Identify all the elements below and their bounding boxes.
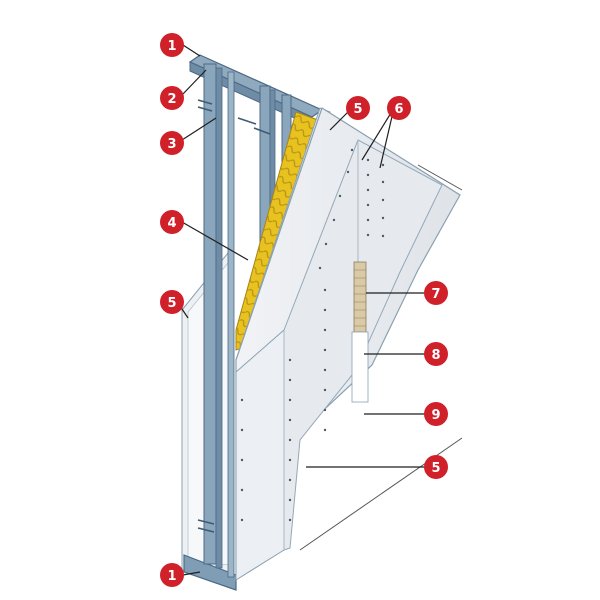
callout-8: 8 [424,342,448,366]
callout-8-label: 8 [431,348,440,363]
callout-2: 2 [160,86,184,110]
callout-7: 7 [424,281,448,305]
callout-1-top: 1 [160,33,184,57]
callout-4: 4 [160,210,184,234]
callout-5-bottom-label: 5 [431,461,440,476]
callout-3: 3 [160,131,184,155]
callout-5-top: 5 [346,96,370,120]
front-board-lower [235,328,285,581]
board-screw-dots [240,148,385,522]
joint-tape-mesh [354,269,366,327]
stud-screws [197,99,271,533]
callout-5-left: 5 [160,290,184,314]
joint-tape [353,261,367,333]
joint-filler [351,331,369,403]
callout-5-left-label: 5 [167,296,176,311]
callout-4-label: 4 [167,216,176,231]
callout-1-bottom: 1 [160,563,184,587]
callout-1-top-label: 1 [167,39,176,54]
callout-9-label: 9 [431,408,440,423]
callout-9: 9 [424,402,448,426]
callout-6-label: 6 [394,102,403,117]
callout-3-label: 3 [167,137,176,152]
callout-5-top-label: 5 [353,102,362,117]
callout-7-label: 7 [431,287,440,302]
callout-2-label: 2 [167,92,176,107]
callout-6: 6 [387,96,411,120]
callout-5-bottom: 5 [424,455,448,479]
leader-lines [179,44,428,576]
callout-1-bottom-label: 1 [167,569,176,584]
